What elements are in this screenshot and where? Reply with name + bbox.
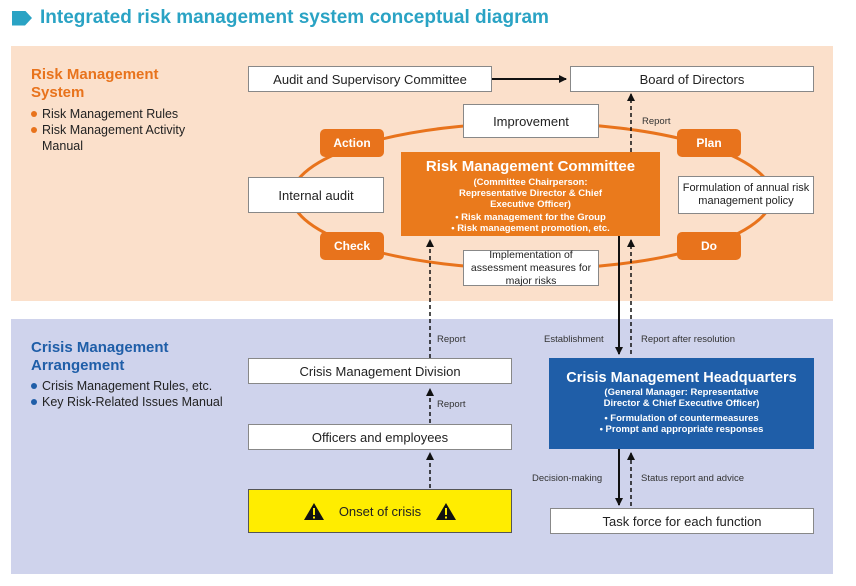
list-item: • Formulation of countermeasures — [604, 413, 759, 424]
crisis-division-label: Crisis Management Division — [299, 363, 461, 379]
crisis-management-headquarters: Crisis Management Headquarters (General … — [549, 358, 814, 449]
risk-system-list: Risk Management Rules Risk Management Ac… — [31, 106, 221, 154]
warning-icon — [436, 502, 457, 520]
risk-system-title-line2: System — [31, 84, 85, 101]
list-item: Risk Management Activity Manual — [31, 122, 221, 154]
crisis-arrangement-title-line2: Arrangement — [31, 357, 125, 374]
officers-label: Officers and employees — [311, 429, 449, 445]
audit-committee-box: Audit and Supervisory Committee — [248, 66, 492, 92]
audit-committee-label: Audit and Supervisory Committee — [273, 71, 467, 87]
crisis-arrangement-title: Crisis Management Arrangement — [31, 339, 169, 375]
internal-audit-label: Internal audit — [278, 187, 354, 203]
officers-box: Officers and employees — [248, 424, 512, 450]
rmc-bullets: • Risk management for the Group • Risk m… — [401, 212, 660, 234]
risk-management-committee: Risk Management Committee (Committee Cha… — [401, 152, 660, 236]
board-label: Board of Directors — [639, 71, 745, 87]
list-item: Risk Management Rules — [31, 106, 221, 122]
onset-label: Onset of crisis — [338, 503, 422, 519]
risk-system-title-line1: Risk Management — [31, 66, 159, 83]
cmh-subtitle: (General Manager: Representative Directo… — [603, 387, 760, 409]
annual-policy-label: Formulation of annual risk management po… — [682, 182, 810, 207]
implementation-label: Implementation of assessment measures fo… — [470, 248, 592, 287]
improvement-label: Improvement — [493, 113, 569, 129]
cmh-title: Crisis Management Headquarters — [566, 370, 797, 386]
crisis-arrangement-title-line1: Crisis Management — [31, 339, 169, 356]
list-item: • Prompt and appropriate responses — [599, 424, 764, 435]
task-force-label: Task force for each function — [602, 513, 762, 529]
decision-making-label: Decision-making — [532, 473, 603, 484]
crisis-division-box: Crisis Management Division — [248, 358, 512, 384]
report-label: Report — [437, 334, 466, 345]
implementation-box: Implementation of assessment measures fo… — [463, 248, 599, 287]
cmh-bullets: • Formulation of countermeasures • Promp… — [549, 413, 814, 435]
annual-policy-box: Formulation of annual risk management po… — [678, 176, 814, 214]
warning-icon — [303, 502, 324, 520]
pdca-action-badge: Action — [320, 129, 384, 157]
establishment-label: Establishment — [544, 334, 604, 345]
rmc-subtitle: (Committee Chairperson: Representative D… — [458, 177, 603, 210]
report-label: Report — [437, 399, 466, 410]
list-item: • Risk management promotion, etc. — [451, 223, 610, 234]
crisis-arrangement-list: Crisis Management Rules, etc. Key Risk-R… — [31, 378, 231, 410]
list-item: • Risk management for the Group — [455, 212, 606, 223]
list-item: Crisis Management Rules, etc. — [31, 378, 231, 394]
onset-of-crisis-box: Onset of crisis — [248, 489, 512, 533]
pdca-do-badge: Do — [677, 232, 741, 260]
internal-audit-box: Internal audit — [248, 177, 384, 213]
task-force-box: Task force for each function — [550, 508, 814, 534]
arrow-tab-icon — [12, 10, 32, 26]
page-title: Integrated risk management system concep… — [40, 7, 549, 28]
rmc-title: Risk Management Committee — [425, 158, 636, 175]
report-after-resolution-label: Report after resolution — [641, 334, 735, 345]
board-box: Board of Directors — [570, 66, 814, 92]
improvement-box: Improvement — [463, 104, 599, 138]
report-label: Report — [642, 116, 671, 127]
status-report-label: Status report and advice — [641, 473, 744, 484]
pdca-plan-badge: Plan — [677, 129, 741, 157]
title-bar: Integrated risk management system concep… — [12, 5, 549, 31]
pdca-check-badge: Check — [320, 232, 384, 260]
risk-system-title: Risk Management System — [31, 66, 159, 102]
list-item: Key Risk-Related Issues Manual — [31, 394, 231, 410]
